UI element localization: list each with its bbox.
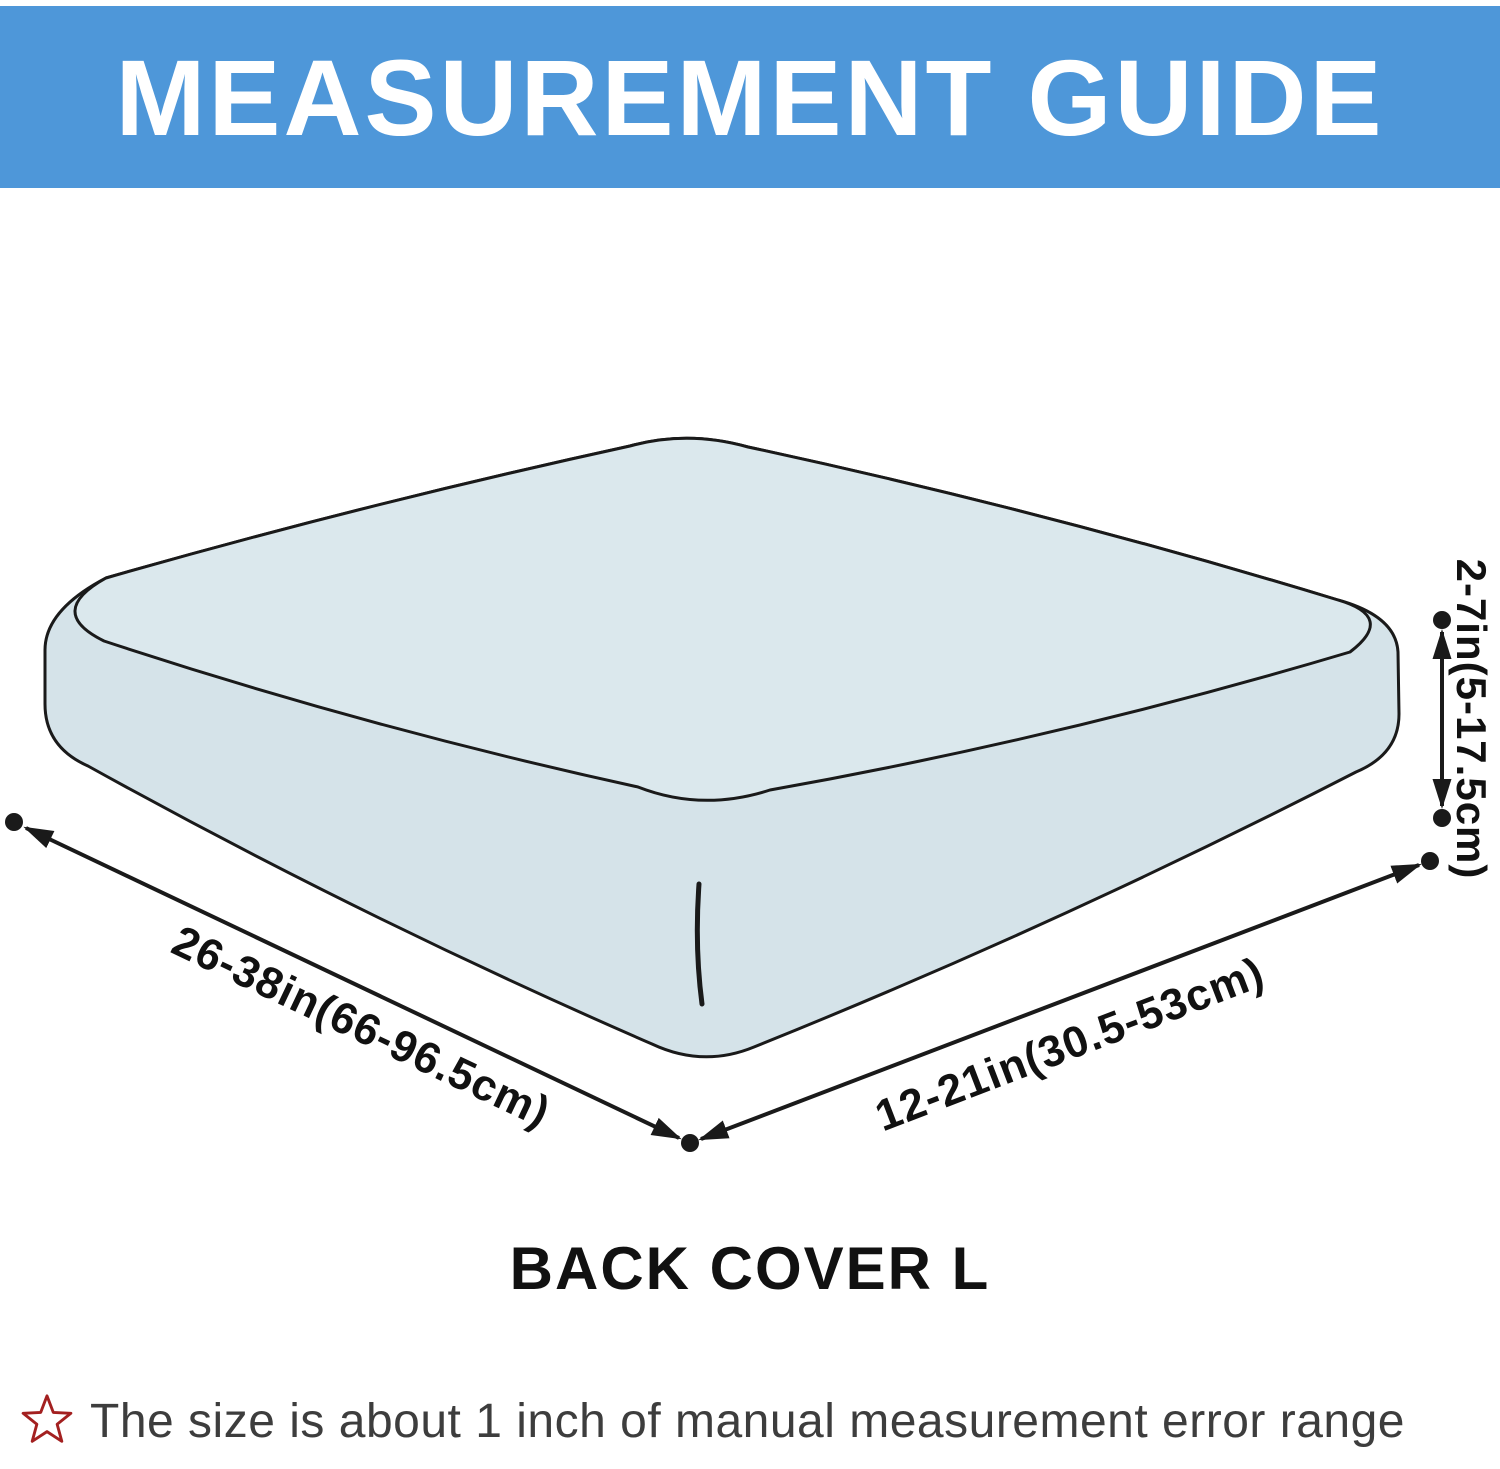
endpoint-dot (1433, 611, 1451, 629)
height-dimension-label: 2-7in(5-17.5cm) (1448, 559, 1495, 880)
endpoint-dot (681, 1134, 699, 1152)
product-name-caption: BACK COVER L (509, 1235, 991, 1302)
note-text: The size is about 1 inch of manual measu… (90, 1394, 1405, 1448)
width-arrow (23, 826, 682, 1140)
dimension-arrows (23, 629, 1452, 1141)
endpoint-dot (1421, 852, 1439, 870)
cushion-top-face (73, 436, 1372, 802)
measurement-note: The size is about 1 inch of manual measu… (18, 1392, 1488, 1450)
dimension-endpoints (5, 611, 1451, 1152)
depth-arrow (698, 863, 1422, 1141)
page-title: MEASUREMENT GUIDE (115, 36, 1385, 158)
endpoint-dot (1433, 809, 1451, 827)
header-banner: MEASUREMENT GUIDE (0, 6, 1500, 188)
endpoint-dot (5, 813, 23, 831)
star-outline-icon (18, 1392, 76, 1450)
depth-dimension-label: 12-21in(30.5-53cm) (869, 948, 1271, 1141)
